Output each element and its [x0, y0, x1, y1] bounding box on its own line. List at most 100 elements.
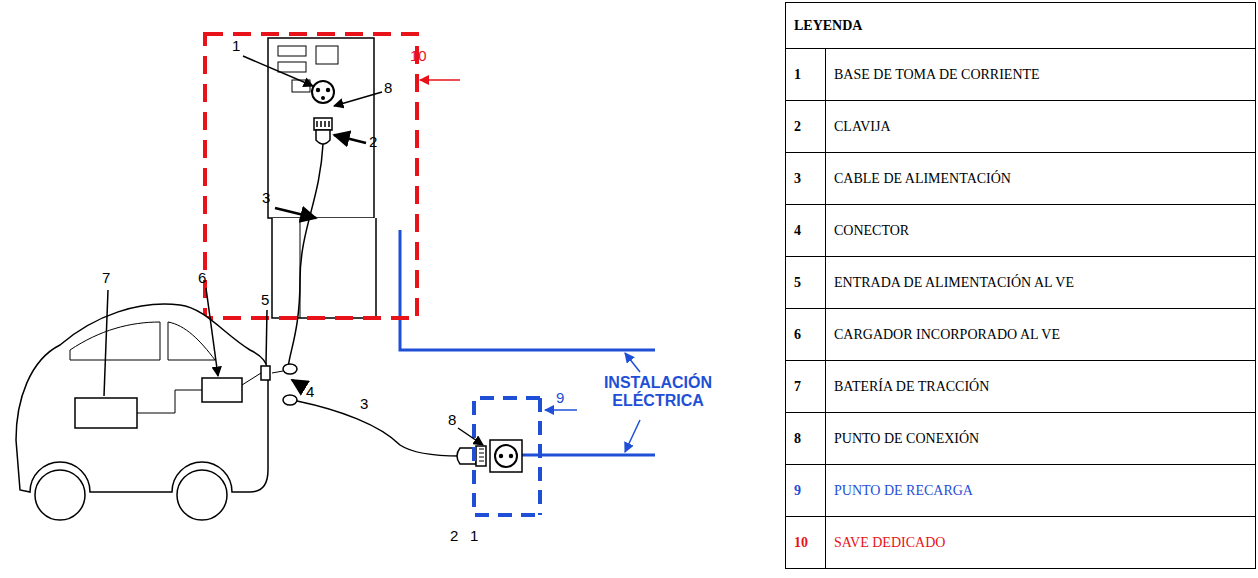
socket-hole — [321, 96, 325, 100]
socket-outlet — [312, 81, 334, 103]
leader-line — [625, 353, 640, 372]
table-row: 2CLAVIJA — [786, 101, 1256, 153]
callout-number: 3 — [360, 396, 368, 413]
callout-number: 2 — [450, 528, 458, 545]
plug-pins — [317, 121, 329, 127]
socket-hole — [316, 88, 320, 92]
wheel — [177, 470, 227, 520]
leader-line — [625, 420, 640, 452]
table-row: 8PUNTO DE CONEXIÓN — [786, 413, 1256, 465]
plug — [314, 118, 332, 130]
station-pedestal — [272, 218, 376, 318]
table-row: 10SAVE DEDICADO — [786, 517, 1256, 569]
leader-line — [545, 409, 577, 411]
socket-outlet — [490, 440, 522, 472]
callout-number: 2 — [369, 134, 377, 151]
table-row: 9PUNTO DE RECARGA — [786, 465, 1256, 517]
table-cell: BASE DE TOMA DE CORRIENTE — [826, 49, 1256, 101]
table-cell: 7 — [786, 361, 826, 413]
vehicle-inlet — [261, 366, 270, 380]
table-row: LEYENDA — [786, 3, 1256, 49]
vehicle-window — [168, 322, 215, 360]
vehicle-body — [16, 304, 268, 492]
callout-number: 1 — [470, 528, 478, 545]
legend-table: LEYENDA1BASE DE TOMA DE CORRIENTE2CLAVIJ… — [785, 2, 1256, 569]
installation-label: INSTALACIÓN ELÉCTRICA — [602, 374, 714, 409]
supply-cable — [297, 401, 460, 456]
table-cell: 1 — [786, 49, 826, 101]
table-row: 5ENTRADA DE ALIMENTACIÓN AL VE — [786, 257, 1256, 309]
table-cell: ENTRADA DE ALIMENTACIÓN AL VE — [826, 257, 1256, 309]
connector-link — [272, 371, 283, 373]
leader-line — [334, 92, 382, 106]
table-cell: CLAVIJA — [826, 101, 1256, 153]
leader-line — [266, 310, 267, 364]
station-display — [278, 62, 306, 72]
table-cell: SAVE DEDICADO — [826, 517, 1256, 569]
wheel — [35, 470, 85, 520]
leader-line — [243, 56, 313, 86]
table-row: 7BATERÍA DE TRACCIÓN — [786, 361, 1256, 413]
callout-number: 3 — [262, 190, 270, 207]
table-cell: PUNTO DE CONEXIÓN — [826, 413, 1256, 465]
callout-number: 1 — [232, 38, 240, 55]
table-cell: 3 — [786, 153, 826, 205]
station-display — [316, 46, 338, 64]
table-cell: 10 — [786, 517, 826, 569]
callout-number: 5 — [261, 292, 269, 309]
callout-number: 6 — [198, 270, 206, 287]
onboard-charger — [202, 378, 242, 402]
traction-battery — [75, 398, 137, 428]
charging-point-boundary — [538, 398, 542, 515]
callout-number: 4 — [306, 384, 314, 401]
socket-hole — [509, 454, 513, 458]
table-header: LEYENDA — [786, 3, 1256, 49]
charging-point-boundary — [474, 398, 540, 515]
table-cell: CONECTOR — [826, 205, 1256, 257]
table-cell: PUNTO DE RECARGA — [826, 465, 1256, 517]
table-cell: CABLE DE ALIMENTACIÓN — [826, 153, 1256, 205]
leader-line — [275, 208, 316, 218]
callout-number: 8 — [448, 412, 456, 429]
table-cell: 2 — [786, 101, 826, 153]
table-row: 4CONECTOR — [786, 205, 1256, 257]
leader-line — [104, 290, 108, 396]
leader-line — [420, 79, 460, 81]
leader-line — [334, 135, 366, 143]
table-cell: CARGADOR INCORPORADO AL VE — [826, 309, 1256, 361]
socket-hole — [499, 454, 503, 458]
station-display — [278, 46, 306, 56]
station-display — [292, 80, 310, 92]
table-row: 6CARGADOR INCORPORADO AL VE — [786, 309, 1256, 361]
leader-line — [292, 380, 305, 388]
callout-number: 10 — [410, 48, 427, 65]
vehicle-window — [70, 322, 160, 360]
supply-cable — [288, 144, 323, 368]
internal-wire — [242, 373, 261, 385]
table-cell: BATERÍA DE TRACCIÓN — [826, 361, 1256, 413]
station-cabinet — [268, 38, 374, 218]
table-cell: 4 — [786, 205, 826, 257]
callout-number: 7 — [102, 270, 110, 287]
table-row: 3CABLE DE ALIMENTACIÓN — [786, 153, 1256, 205]
plug-pins — [479, 449, 484, 461]
callout-number: 8 — [384, 80, 392, 97]
installation-wire — [400, 230, 655, 350]
table-cell: 5 — [786, 257, 826, 309]
plug-body — [316, 130, 330, 144]
save-boundary — [205, 34, 417, 318]
socket-hole — [326, 88, 330, 92]
socket-outlet — [495, 445, 517, 467]
callout-number: 9 — [556, 390, 564, 407]
table-cell: 8 — [786, 413, 826, 465]
table-cell: 9 — [786, 465, 826, 517]
leader-line — [458, 428, 483, 445]
table-row: 1BASE DE TOMA DE CORRIENTE — [786, 49, 1256, 101]
leader-line — [206, 288, 218, 376]
table-cell: 6 — [786, 309, 826, 361]
plug — [476, 446, 486, 466]
connector — [283, 395, 297, 405]
connector — [283, 364, 297, 374]
internal-wire — [137, 390, 202, 413]
